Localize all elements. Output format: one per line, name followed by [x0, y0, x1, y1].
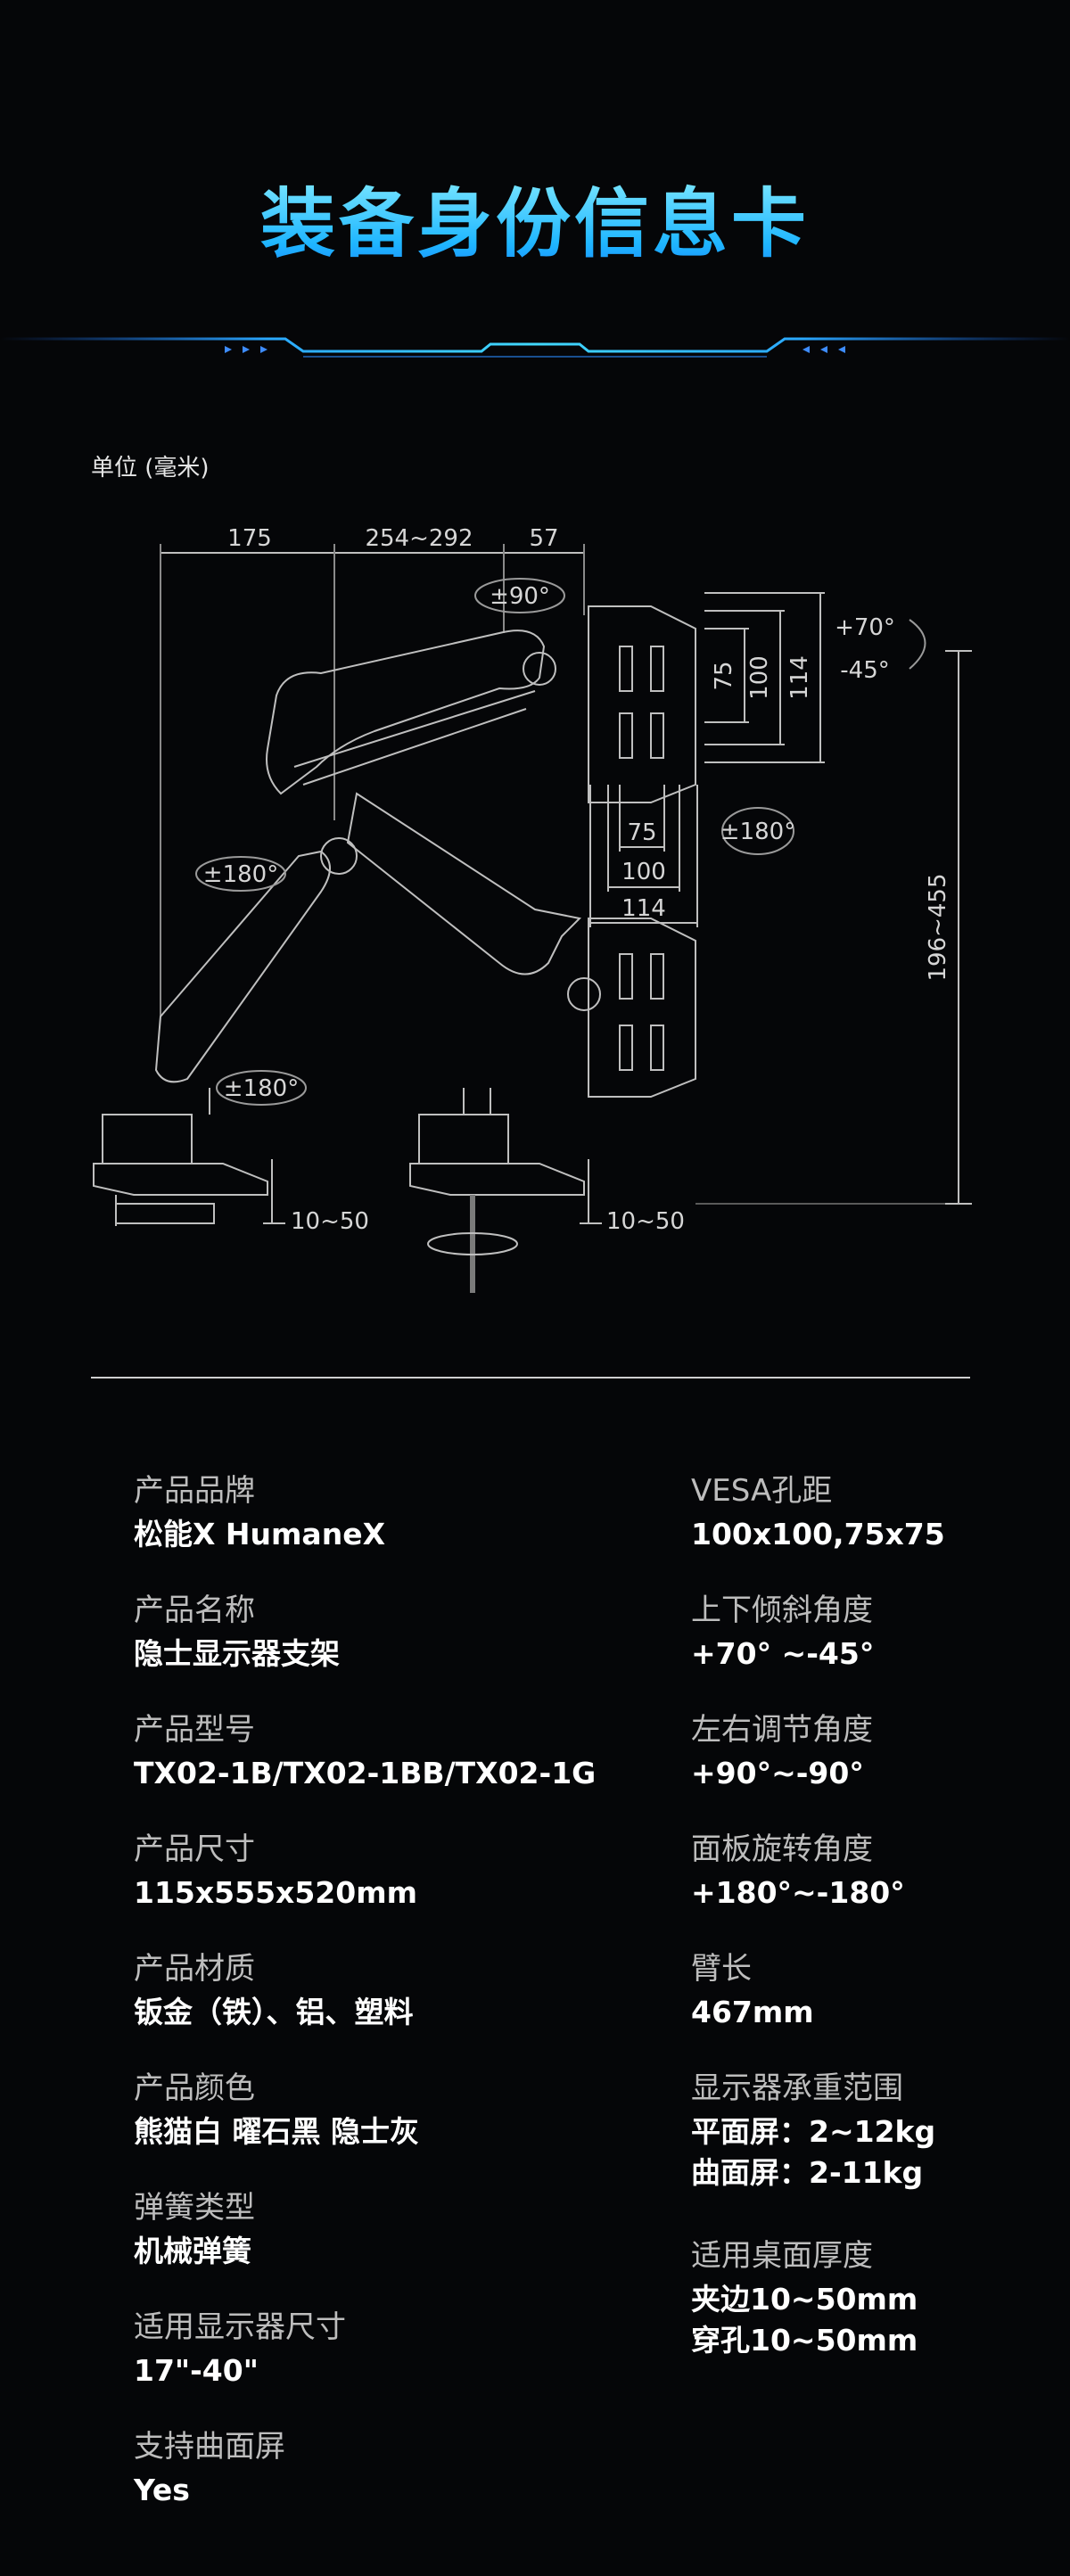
- spec-label: 产品颜色: [134, 2070, 255, 2106]
- spec-value-line: 松能X HumaneX: [134, 1517, 386, 1551]
- spec-tilt: 上下倾斜角度 +70° ~-45°: [691, 1589, 1066, 1708]
- dim-height-range: 196~455: [925, 873, 951, 981]
- spec-curved-support: 支持曲面屏 Yes: [134, 2425, 633, 2545]
- spec-value-line: +180°~-180°: [691, 1875, 905, 1910]
- spec-label: 产品品牌: [134, 1473, 255, 1509]
- spec-value: 467mm: [691, 1992, 1066, 2033]
- spec-value: 隐士显示器支架: [134, 1634, 633, 1675]
- spec-label: 上下倾斜角度: [691, 1593, 873, 1628]
- spec-list-right: VESA孔距 100x100,75x75 上下倾斜角度 +70° ~-45° 左…: [691, 1469, 1066, 2402]
- spec-value-line: 平面屏：2~12kg: [691, 2114, 936, 2149]
- dim-clamp-2: 10~50: [606, 1208, 685, 1235]
- spec-label: 臂长: [691, 1951, 752, 1987]
- spec-label: 适用桌面厚度: [691, 2238, 873, 2274]
- spec-value: 平面屏：2~12kg 曲面屏：2-11kg: [691, 2111, 1066, 2193]
- spec-label: 产品材质: [134, 1951, 255, 1987]
- monitor-arm-diagram: 175 254~292 57 ±90° +70° -45° ±180° ±180…: [93, 525, 972, 1293]
- spec-label: 适用显示器尺寸: [134, 2309, 346, 2345]
- title-decoration: [0, 337, 1070, 358]
- spec-arm-length: 臂长 467mm: [691, 1947, 1066, 2067]
- spec-label: 面板旋转角度: [691, 1831, 873, 1867]
- angle-swivel: ±90°: [490, 583, 550, 610]
- page-title: 装备身份信息卡: [0, 175, 1070, 273]
- spec-value: 100x100,75x75: [691, 1514, 1066, 1555]
- spec-spring-type: 弹簧类型 机械弹簧: [134, 2186, 633, 2306]
- spec-value: +90°~-90°: [691, 1753, 1066, 1794]
- spec-value-line: 机械弹簧: [134, 2234, 251, 2268]
- angle-arm-rotate: ±180°: [203, 861, 278, 888]
- dim-175: 175: [227, 525, 272, 552]
- spec-monitor-size: 适用显示器尺寸 17"-40": [134, 2306, 633, 2425]
- dim-vesa-114-v: 114: [786, 655, 813, 700]
- spec-value-line: 穿孔10~50mm: [691, 2323, 918, 2358]
- spec-label: 显示器承重范围: [691, 2070, 903, 2106]
- spec-value: 17"-40": [134, 2350, 633, 2391]
- angle-tilt-up: +70°: [835, 614, 895, 641]
- spec-value: 机械弹簧: [134, 2231, 633, 2272]
- spec-value-line: +70° ~-45°: [691, 1636, 875, 1671]
- dim-57: 57: [529, 525, 558, 552]
- spec-swivel: 左右调节角度 +90°~-90°: [691, 1708, 1066, 1828]
- spec-desk-thickness: 适用桌面厚度 夹边10~50mm 穿孔10~50mm: [691, 2234, 1066, 2402]
- spec-label: 产品名称: [134, 1593, 255, 1628]
- spec-list-left: 产品品牌 松能X HumaneX 产品名称 隐士显示器支架 产品型号 TX02-…: [134, 1469, 633, 2545]
- spec-value-line: 隐士显示器支架: [134, 1636, 340, 1671]
- spec-color: 产品颜色 熊猫白 曜石黑 隐士灰: [134, 2067, 633, 2186]
- spec-value: +70° ~-45°: [691, 1634, 1066, 1675]
- dim-vesa-114-h: 114: [621, 895, 666, 922]
- spec-value-line: 夹边10~50mm: [691, 2282, 918, 2317]
- dim-vesa-100-h: 100: [621, 859, 666, 885]
- spec-model: 产品型号 TX02-1B/TX02-1BB/TX02-1G: [134, 1708, 633, 1828]
- spec-value-line: 熊猫白 曜石黑 隐士灰: [134, 2114, 419, 2149]
- spec-value-line: 曲面屏：2-11kg: [691, 2155, 924, 2190]
- spec-label: 产品型号: [134, 1712, 255, 1748]
- angle-base-rotate: ±180°: [224, 1075, 299, 1102]
- spec-value: TX02-1B/TX02-1BB/TX02-1G: [134, 1753, 633, 1794]
- spec-value: +180°~-180°: [691, 1872, 1066, 1913]
- spec-label: 左右调节角度: [691, 1712, 873, 1748]
- spec-label: 支持曲面屏: [134, 2429, 285, 2465]
- spec-value: 夹边10~50mm 穿孔10~50mm: [691, 2279, 1066, 2361]
- dim-vesa-100-v: 100: [746, 655, 773, 700]
- spec-value-line: Yes: [134, 2473, 190, 2507]
- spec-value-line: 467mm: [691, 1995, 814, 2029]
- spec-value: 钣金（铁）、铝、塑料: [134, 1992, 633, 2033]
- angle-panel-rotate: ±180°: [720, 819, 795, 845]
- spec-label: 产品尺寸: [134, 1831, 255, 1867]
- unit-label: 单位 (毫米): [91, 455, 210, 481]
- dim-vesa-75-h: 75: [627, 819, 656, 846]
- spec-rotation: 面板旋转角度 +180°~-180°: [691, 1828, 1066, 1947]
- section-divider: [91, 1377, 970, 1379]
- spec-load-range: 显示器承重范围 平面屏：2~12kg 曲面屏：2-11kg: [691, 2067, 1066, 2234]
- angle-tilt-down: -45°: [840, 657, 889, 684]
- spec-value-line: 100x100,75x75: [691, 1517, 945, 1551]
- dim-vesa-75-v: 75: [711, 661, 737, 690]
- spec-label: 弹簧类型: [134, 2190, 255, 2226]
- spec-brand: 产品品牌 松能X HumaneX: [134, 1469, 633, 1589]
- spec-value: 熊猫白 曜石黑 隐士灰: [134, 2111, 633, 2152]
- spec-value: 115x555x520mm: [134, 1872, 633, 1913]
- spec-material: 产品材质 钣金（铁）、铝、塑料: [134, 1947, 633, 2067]
- spec-value-line: 钣金（铁）、铝、塑料: [134, 1995, 414, 2029]
- dim-clamp-1: 10~50: [291, 1208, 369, 1235]
- spec-vesa: VESA孔距 100x100,75x75: [691, 1469, 1066, 1589]
- spec-value-line: +90°~-90°: [691, 1756, 864, 1790]
- spec-product-name: 产品名称 隐士显示器支架: [134, 1589, 633, 1708]
- spec-value-line: TX02-1B/TX02-1BB/TX02-1G: [134, 1756, 597, 1790]
- spec-value: 松能X HumaneX: [134, 1514, 633, 1555]
- dim-arm-length: 254~292: [365, 525, 473, 552]
- spec-value: Yes: [134, 2470, 633, 2511]
- spec-label: VESA孔距: [691, 1473, 833, 1509]
- spec-dimensions: 产品尺寸 115x555x520mm: [134, 1828, 633, 1947]
- spec-value-line: 17"-40": [134, 2353, 259, 2388]
- spec-value-line: 115x555x520mm: [134, 1875, 417, 1910]
